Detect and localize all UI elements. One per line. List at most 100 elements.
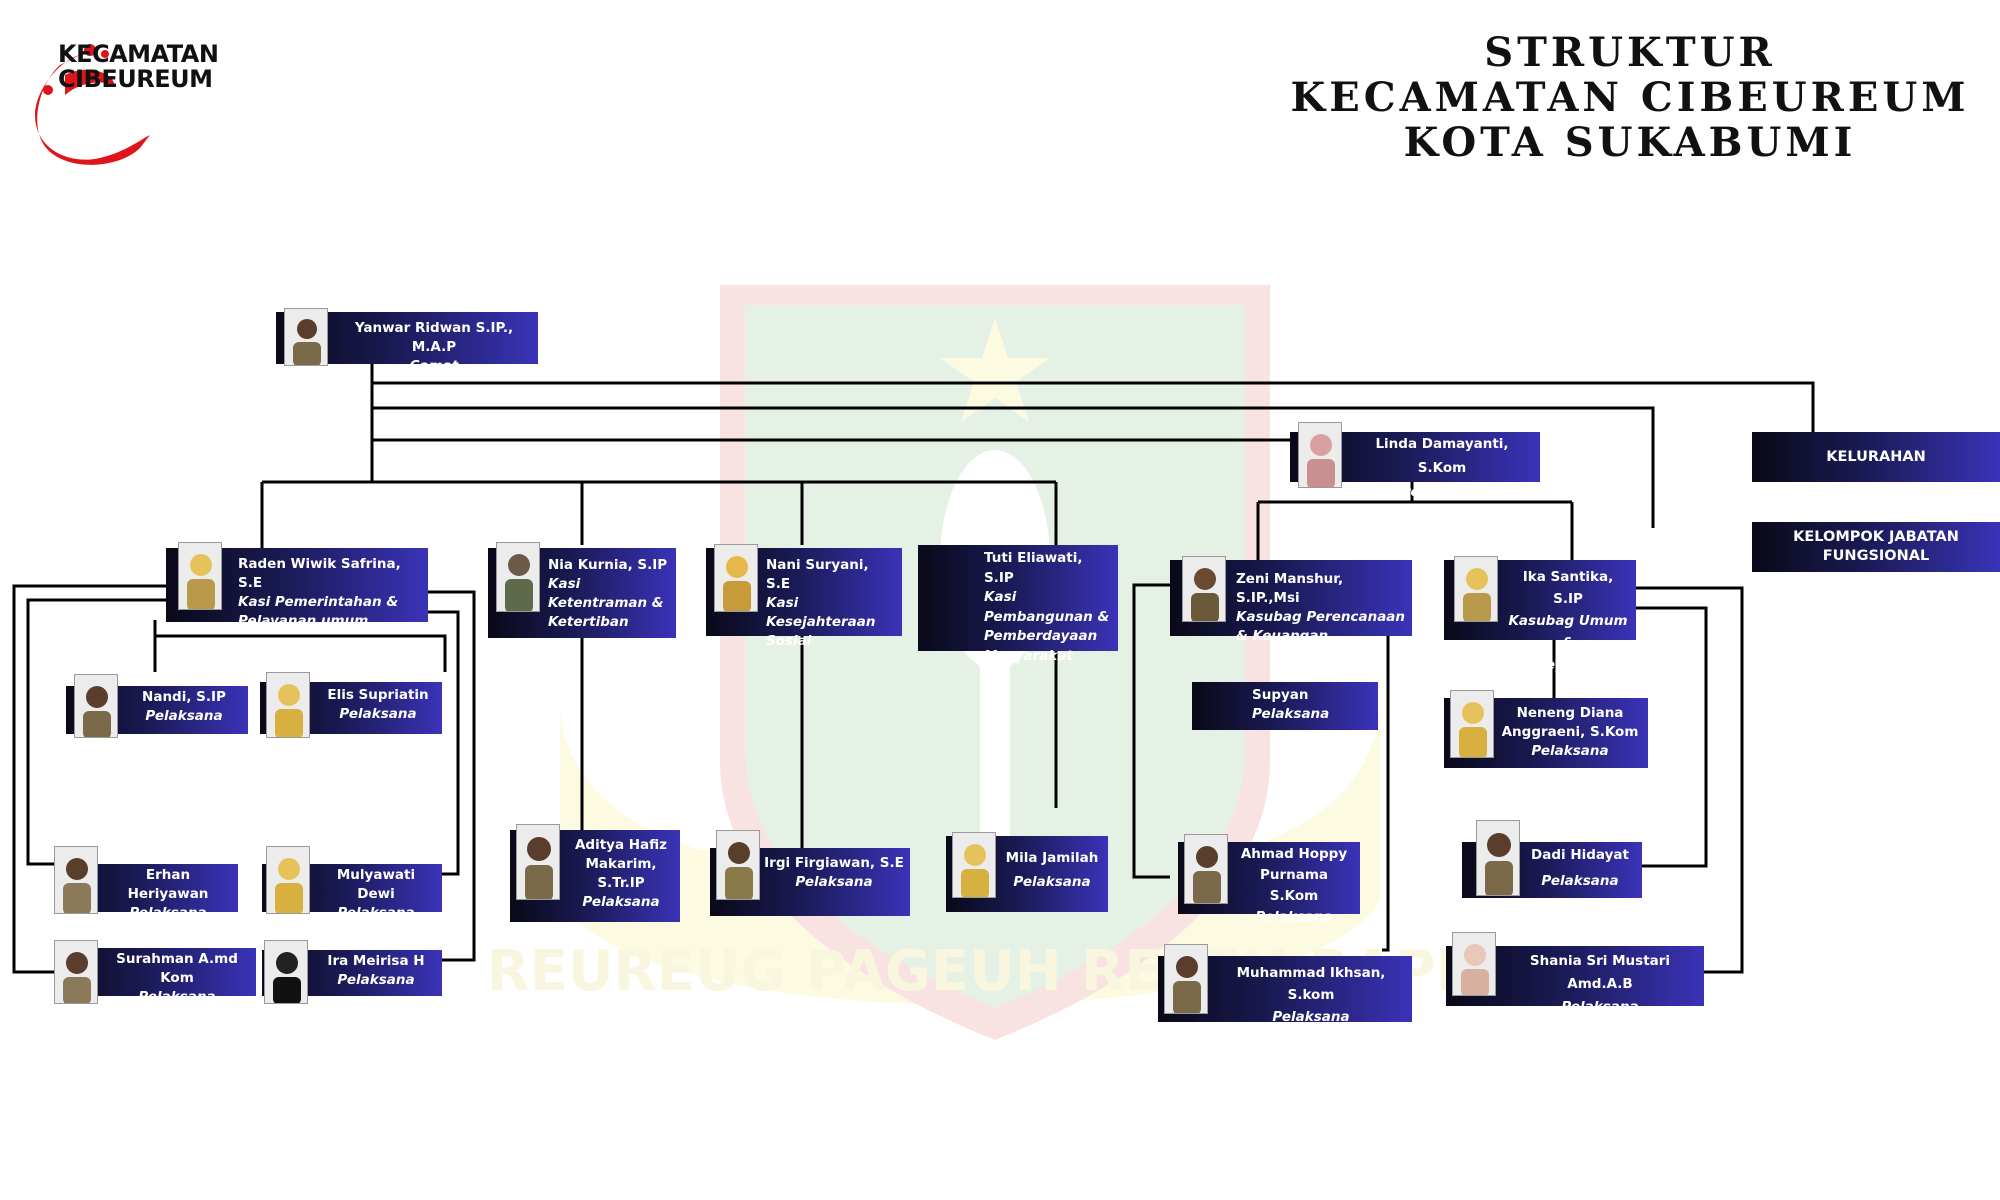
person-name: Mila Jamilah [1005, 850, 1099, 866]
avatar [54, 940, 98, 1004]
person-name: Muhammad Ikhsan, S.kom [1236, 965, 1386, 1003]
person-name: Ira Meirisa H [327, 953, 425, 969]
avatar [178, 542, 222, 610]
person-role-line-2: Pembangunan & [984, 608, 1110, 625]
person-name: Zeni Manshur, S.IP.,Msi [1236, 571, 1344, 606]
person-name: Dadi Hidayat [1531, 847, 1629, 863]
person-role: Pelaksana [1541, 873, 1619, 889]
avatar [714, 544, 758, 612]
person-role-line-2: Kesejahteraan [766, 614, 876, 630]
kecamatan-logo-splash [35, 44, 150, 165]
person-role: Camat [409, 358, 459, 374]
avatar [1452, 932, 1496, 996]
box-kelurahan: KELURAHAN [1752, 432, 2000, 482]
person-role-line-2: Kepegawaian [1517, 657, 1619, 673]
person-role: Sekretaris Camat [1376, 484, 1508, 500]
person-name: Nani Suryani, S.E [766, 557, 869, 592]
person-role: Pelaksana [582, 894, 660, 910]
person-role: Pelaksana [1013, 874, 1091, 890]
page-title: STRUKTUR KECAMATAN CIBEUREUM KOTA SUKABU… [1260, 30, 2000, 165]
person-role: Pelaksana [1561, 999, 1639, 1015]
person-name: Supyan [1252, 687, 1309, 703]
avatar [516, 824, 560, 900]
box-label: KELURAHAN [1826, 448, 1926, 465]
person-name: Nandi, S.IP [142, 689, 226, 705]
box-label-line-2: FUNGSIONAL [1822, 548, 1930, 564]
avatar [1450, 690, 1494, 758]
avatar [1164, 944, 1208, 1014]
person-role-line-1: Kasi [766, 595, 799, 611]
avatar [1182, 556, 1226, 622]
avatar [1454, 556, 1498, 622]
person-name: Irgi Firgiawan, S.E [764, 855, 904, 871]
person-role: Pelaksana [337, 905, 415, 921]
logo-text: KECAMATAN CIBEUREUM [58, 40, 219, 93]
logo-line-2: CIBEUREUM [58, 65, 213, 93]
person-role: Pelaksana [1255, 909, 1333, 925]
avatar [264, 940, 308, 1004]
person-name: Linda Damayanti, S.Kom [1375, 436, 1509, 476]
person-role-line-3: Pemberdayaan [984, 628, 1098, 644]
person-role: Pelaksana [145, 708, 223, 724]
avatar [1298, 422, 1342, 488]
card-nandi: Nandi, S.IP Pelaksana [66, 674, 248, 738]
person-name-line-2: Anggraeni, S.Kom [1501, 724, 1639, 740]
avatar [266, 846, 310, 914]
card-kasi-pemerintahan: Raden Wiwik Safrina, S.E Kasi Pemerintaha… [166, 542, 428, 629]
person-role-line-2: & Keuangan [1236, 628, 1329, 644]
person-role-line-1: Kasi [984, 589, 1017, 605]
avatar [952, 832, 996, 898]
person-role: Pelaksana [337, 972, 415, 988]
person-role-line-2: Ketentraman & [548, 595, 664, 611]
person-role-line-1: Kasi Pemerintahan & [238, 594, 399, 610]
person-name-line-2: Purnama S.Kom [1259, 867, 1329, 904]
logo-line-1: KECAMATAN [58, 40, 219, 68]
avatar [54, 846, 98, 914]
person-role-line-3: Sosial [766, 633, 812, 649]
person-role: Pelaksana [1272, 1009, 1350, 1025]
person-name: Shania Sri Mustari Amd.A.B [1529, 953, 1671, 992]
person-role: Pelaksana [795, 874, 873, 890]
avatar [716, 830, 760, 900]
person-name: Nia Kurnia, S.IP [548, 557, 668, 573]
title-line-3: KOTA SUKABUMI [1403, 119, 1857, 166]
title-line-1: STRUKTUR [1484, 29, 1776, 76]
card-camat: Yanwar Ridwan S.IP., M.A.P Camat [276, 308, 538, 374]
person-role: Pelaksana [1252, 706, 1330, 722]
avatar [74, 674, 118, 738]
person-name-line-1: Aditya Hafiz [574, 837, 668, 853]
person-name: Erhan Heriyawan [127, 867, 209, 902]
title-line-2: KECAMATAN CIBEUREUM [1290, 74, 1970, 121]
avatar [1184, 834, 1228, 904]
person-name: Tuti Eliawati, S.IP [984, 550, 1083, 586]
person-name-line-1: Ahmad Hoppy [1240, 846, 1348, 862]
person-name: Ika Santika, S.IP [1522, 569, 1614, 607]
person-name: Surahman A.md Kom [116, 951, 238, 986]
person-name-line-2: Makarim, [585, 856, 657, 872]
person-name: Raden Wiwik Safrina, S.E [238, 556, 401, 591]
person-role: Pelaksana [138, 989, 216, 1005]
person-name: Yanwar Ridwan S.IP., M.A.P [354, 320, 514, 355]
person-name: Mulyawati Dewi [336, 867, 416, 902]
person-role-line-4: Masyarakat [984, 647, 1073, 664]
card-ira: Ira Meirisa H Pelaksana [262, 940, 442, 1004]
avatar [266, 672, 310, 738]
person-role-line-3: Ketertiban [548, 614, 629, 630]
avatar [1476, 820, 1520, 896]
person-role-line-2: Pelayanan umum [238, 613, 369, 629]
